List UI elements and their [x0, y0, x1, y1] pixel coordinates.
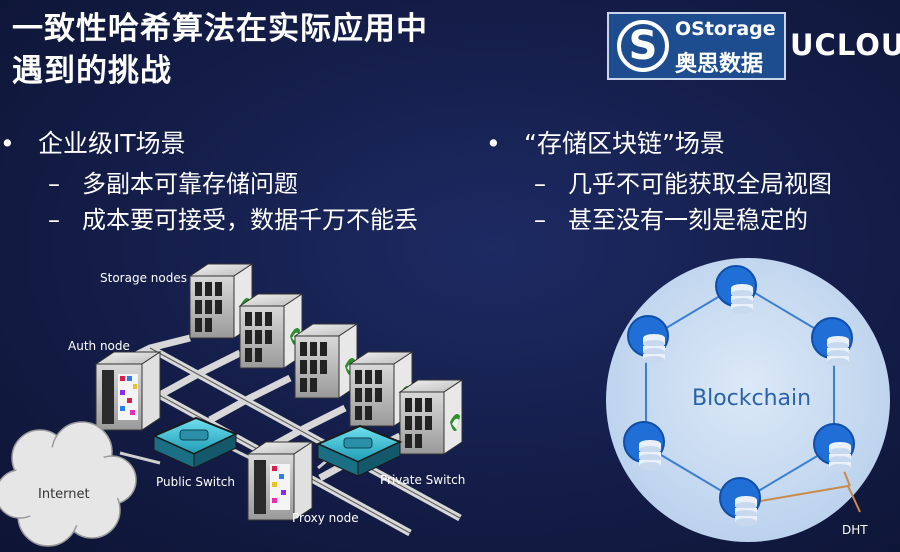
storage-node-3: [294, 323, 358, 399]
right-item-1: 几乎不可能获取全局视图: [486, 166, 900, 202]
auth-node: [94, 351, 162, 431]
proxy-node: [246, 441, 314, 521]
network-diagram: Storage nodes Auth node Proxy node Publi…: [0, 263, 465, 547]
title-line-1: 一致性哈希算法在实际应用中: [12, 11, 428, 47]
label-internet: Internet: [38, 487, 90, 502]
right-heading: “存储区块链”场景: [486, 124, 900, 164]
internet-cloud-icon: [0, 421, 137, 547]
ostorage-logo: S OStorage 奥思数据: [607, 12, 786, 80]
ostorage-logo-mark: S: [617, 20, 669, 72]
left-item-2: 成本要可接受，数据千万不能丢: [0, 202, 480, 238]
right-item-2: 甚至没有一刻是稳定的: [486, 202, 900, 238]
label-public-switch: Public Switch: [156, 475, 235, 489]
dht-label: DHT: [842, 523, 868, 537]
ostorage-logo-cn: 奥思数据: [675, 52, 764, 77]
dht-pointer: [754, 484, 861, 513]
ucloud-logo: UCLOU: [790, 28, 900, 62]
title-line-2: 遇到的挑战: [12, 53, 172, 89]
private-switch: [315, 424, 403, 477]
left-heading: 企业级IT场景: [0, 124, 480, 164]
left-bullet-list: 企业级IT场景 多副本可靠存储问题 成本要可接受，数据千万不能丢: [0, 124, 480, 238]
storage-node-5: [399, 379, 463, 455]
ostorage-logo-en: OStorage: [675, 18, 776, 40]
label-auth-node: Auth node: [68, 339, 130, 353]
storage-node-2: [239, 293, 303, 369]
label-proxy-node: Proxy node: [292, 511, 359, 525]
left-item-1: 多副本可靠存储问题: [0, 166, 480, 202]
slide-title: 一致性哈希算法在实际应用中 遇到的挑战: [12, 8, 572, 92]
ring-center-label: Blockchain: [692, 386, 811, 411]
label-storage-nodes: Storage nodes: [100, 271, 187, 285]
right-bullet-list: “存储区块链”场景 几乎不可能获取全局视图 甚至没有一刻是稳定的: [486, 124, 900, 238]
label-private-switch: Private Switch: [380, 473, 465, 487]
public-switch: [151, 416, 239, 469]
blockchain-ring-diagram: Blockchain DHT: [606, 258, 890, 542]
